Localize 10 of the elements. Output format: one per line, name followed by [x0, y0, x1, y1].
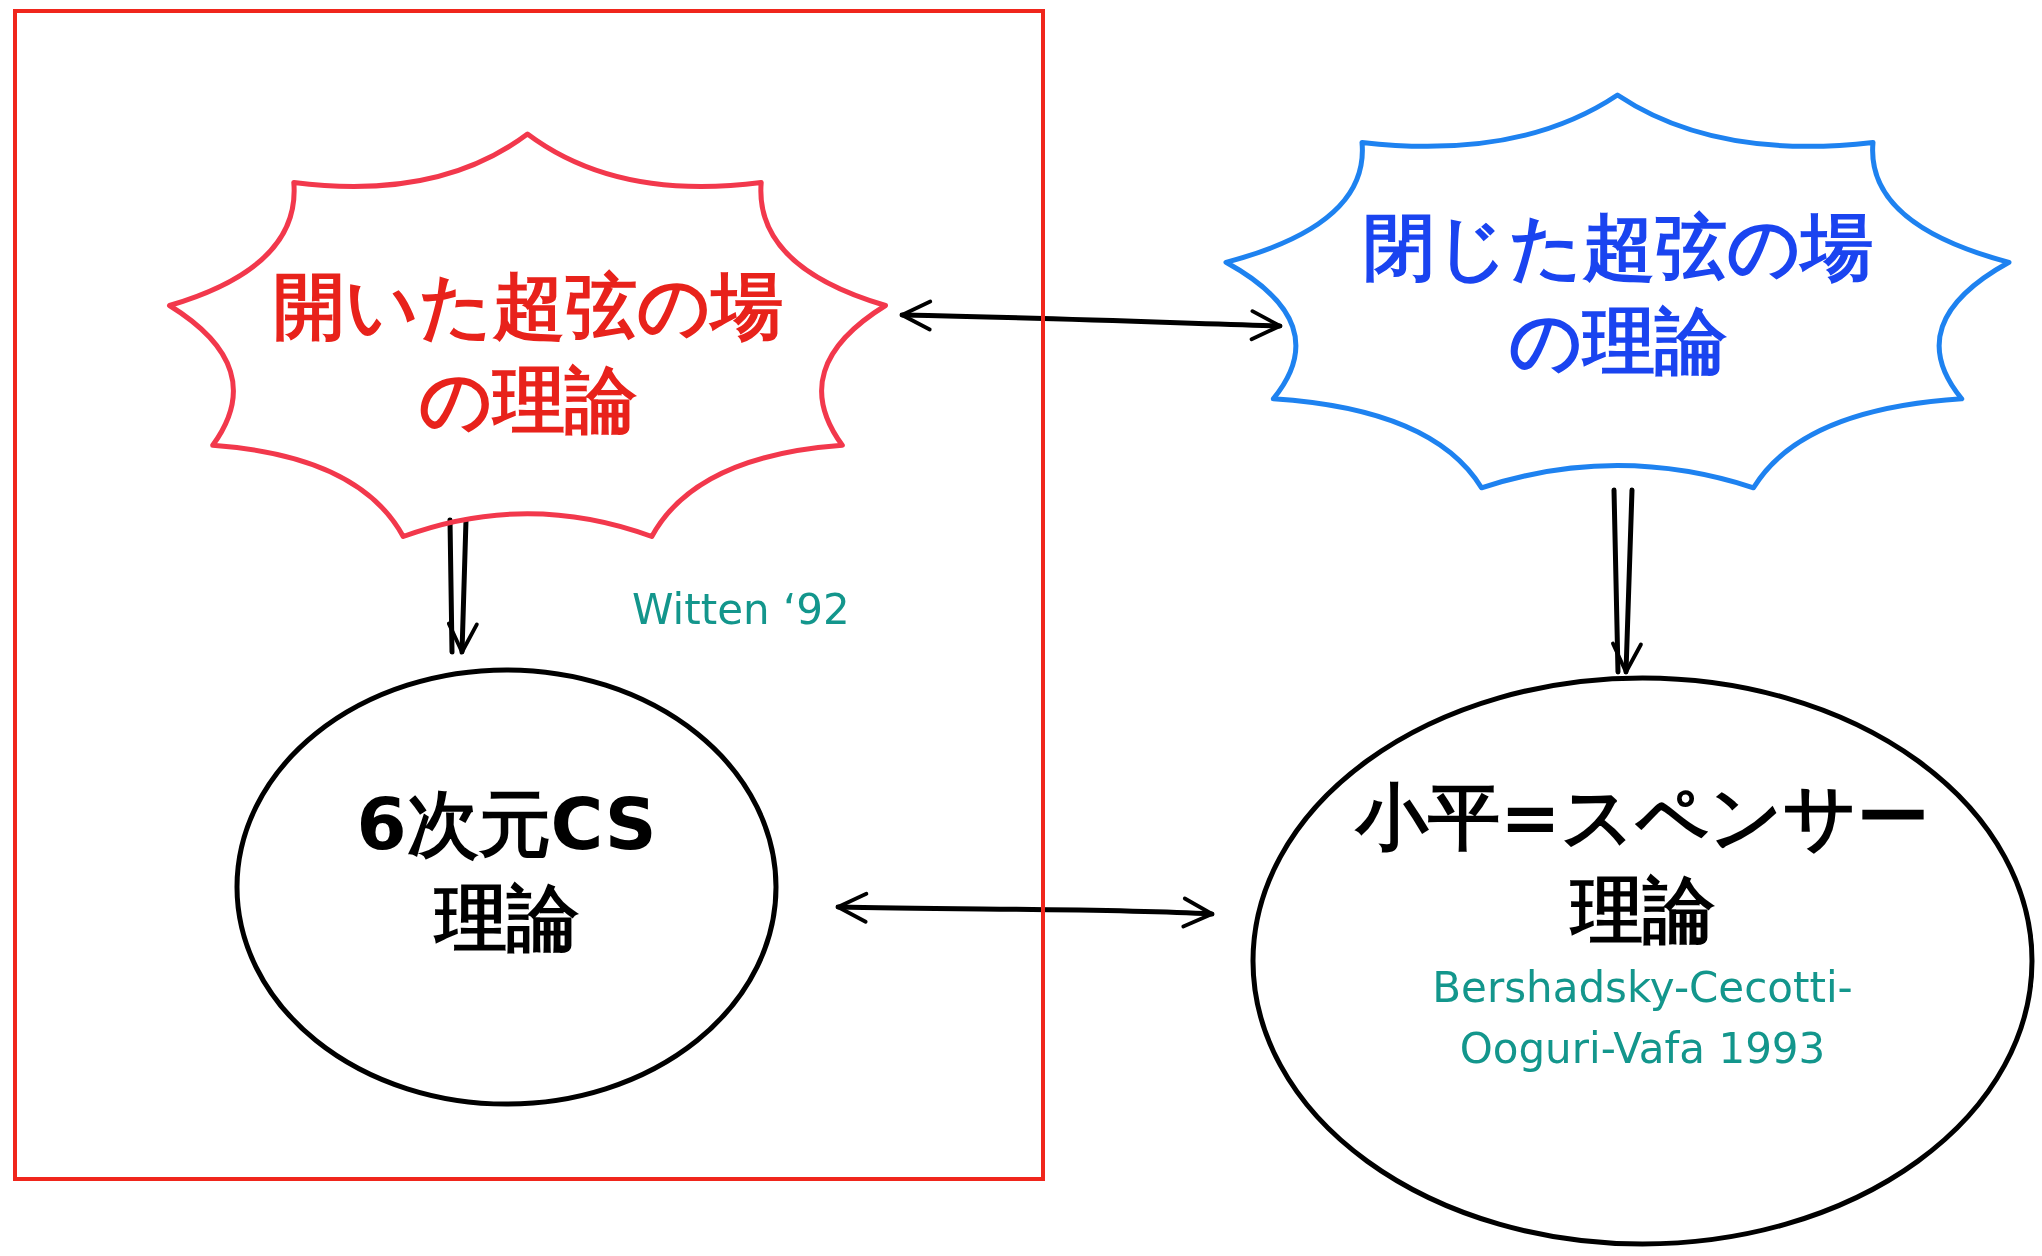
- arrow: [446, 517, 479, 655]
- frame: [13, 9, 1045, 1181]
- node-title: 小平=スペンサー理論: [1353, 773, 1930, 955]
- arrow: [1611, 487, 1643, 675]
- arrow: [899, 299, 1283, 342]
- arrow: [835, 891, 1215, 929]
- citation-text: Bershadsky-Cecotti-Ooguri-Vafa 1993: [1431, 961, 1854, 1075]
- node-title: 閉じた超弦の場の理論: [1361, 204, 1874, 385]
- node-title: 6次元CS 理論: [355, 781, 658, 962]
- node-title: 開いた超弦の場の理論: [271, 263, 784, 444]
